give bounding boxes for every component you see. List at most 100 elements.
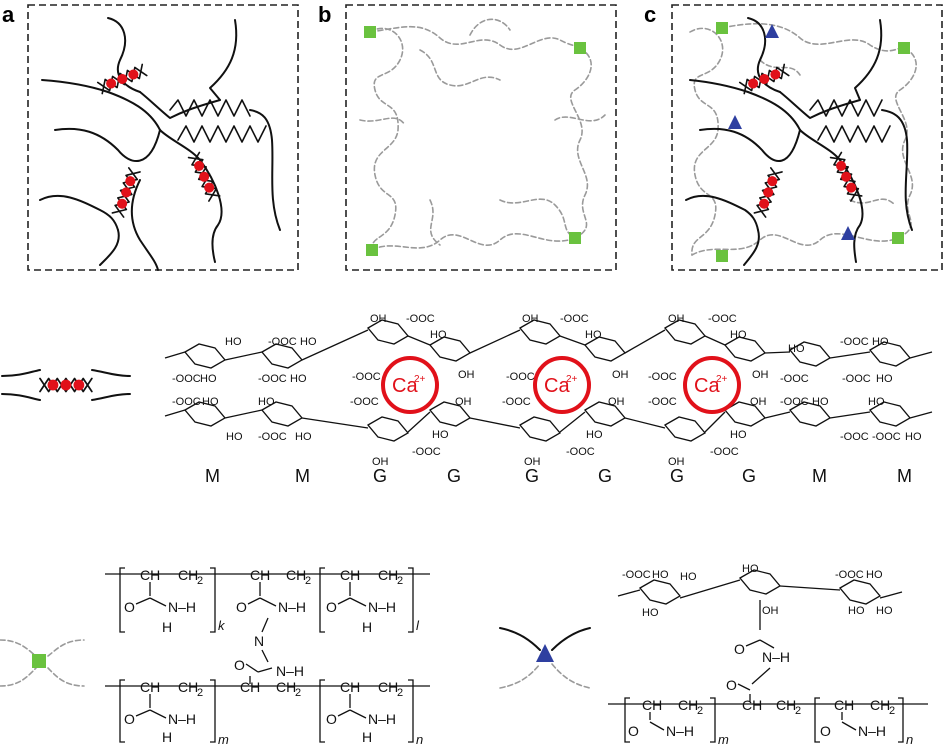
panel-label-b: b [318,2,331,27]
svg-text:l: l [416,618,420,633]
svg-text:m: m [718,732,729,747]
svg-text:N–H: N–H [368,711,396,727]
svg-text:2: 2 [197,687,203,699]
svg-text:2: 2 [697,705,703,717]
alginate-legend [1,369,131,401]
svg-text:HO: HO [730,429,747,441]
zipper-crosslink-icon [753,167,783,218]
triangle-crosslink-icon [841,226,855,240]
svg-text:HO: HO [848,605,865,617]
svg-text:k: k [218,618,226,633]
zipper-crosslink-icon [39,377,93,393]
svg-text:-OOC: -OOC [406,313,435,325]
svg-text:2: 2 [305,575,311,587]
ionic-crosslinks-a [96,63,221,218]
calcium-ion-1: Ca 2+ [381,356,439,414]
triangle-crosslink-legend [499,627,591,689]
svg-text:n: n [906,732,913,747]
svg-text:N–H: N–H [278,599,306,615]
svg-text:O: O [726,677,737,693]
triangle-crosslink-icon [536,644,554,662]
svg-text:HO: HO [812,396,829,408]
triangle-crosslink-icon [728,115,742,129]
svg-text:N–H: N–H [276,663,304,679]
panel-b: b [318,2,617,271]
svg-text:HO: HO [876,373,893,385]
svg-text:CH: CH [276,679,296,695]
svg-text:N–H: N–H [666,723,694,739]
svg-text:-OOC: -OOC [506,371,535,383]
panel-c-frame [671,4,943,271]
svg-text:-OOC: -OOC [842,373,871,385]
svg-text:2: 2 [795,705,801,717]
panel-a: a [2,2,299,271]
svg-text:OH: OH [750,396,767,408]
svg-text:O: O [820,723,831,739]
square-crosslink-icon [569,232,581,244]
svg-text:CH: CH [678,697,698,713]
svg-text:2+: 2+ [414,374,426,385]
svg-text:2: 2 [397,687,403,699]
svg-text:OH: OH [455,396,472,408]
svg-text:HO: HO [868,396,885,408]
svg-text:HO: HO [742,563,759,575]
alginate-structure: HO -OOC HO -OOC HO -OOC HO OH -OOC HO -O… [164,313,933,486]
svg-text:-OOC: -OOC [172,396,201,408]
residue-label: G [525,466,539,486]
calcium-ion-2: Ca 2+ [533,356,591,414]
svg-text:CH: CH [642,697,662,713]
svg-text:CH: CH [378,679,398,695]
covalent-crosslinks-c [716,22,910,262]
svg-text:CH: CH [340,567,360,583]
svg-text:-OOC: -OOC [708,313,737,325]
residue-label: G [447,466,461,486]
svg-text:Ca: Ca [544,375,570,397]
square-crosslink-icon [892,232,904,244]
svg-text:CH: CH [378,567,398,583]
lower-alginate-chain [164,401,933,442]
svg-text:-OOC: -OOC [268,336,297,348]
hybrid-linkage-structure: -OOC HO HO HO HO OH -OOC HO HO HO O N–H … [608,563,928,747]
svg-text:-OOC: -OOC [835,569,864,581]
svg-text:CH: CH [742,697,762,713]
svg-text:HO: HO [788,343,805,355]
polyacrylamide-chains-c [689,22,917,256]
svg-text:-OOC: -OOC [780,373,809,385]
svg-text:HO: HO [290,373,307,385]
zipper-crosslink-icon [96,63,148,95]
svg-text:CH: CH [140,567,160,583]
square-crosslink-icon [716,250,728,262]
covalent-crosslinks-b [364,26,586,256]
svg-text:CH: CH [140,679,160,695]
svg-text:OH: OH [668,456,685,468]
residue-label: G [373,466,387,486]
svg-text:OH: OH [370,313,387,325]
square-crosslink-icon [364,26,376,38]
svg-text:H: H [362,729,372,745]
svg-text:HO: HO [866,569,883,581]
svg-text:HO: HO [200,373,217,385]
svg-text:CH: CH [250,567,270,583]
svg-text:-OOC: -OOC [648,396,677,408]
zipper-crosslink-icon [187,151,221,202]
svg-text:O: O [628,723,639,739]
svg-text:-OOC: -OOC [502,396,531,408]
svg-text:-OOC: -OOC [560,313,589,325]
svg-text:CH: CH [240,679,260,695]
square-crosslink-icon [716,22,728,34]
svg-text:HO: HO [905,431,922,443]
svg-text:2: 2 [295,687,301,699]
svg-text:CH: CH [178,567,198,583]
svg-text:-OOC: -OOC [648,371,677,383]
svg-text:-OOC: -OOC [780,396,809,408]
svg-text:HO: HO [872,336,889,348]
svg-text:O: O [124,599,135,615]
svg-text:HO: HO [586,429,603,441]
square-crosslink-icon [898,42,910,54]
svg-text:O: O [734,641,745,657]
svg-text:OH: OH [762,605,779,617]
svg-text:m: m [218,732,229,747]
svg-text:2: 2 [197,575,203,587]
svg-text:HO: HO [680,571,697,583]
svg-text:HO: HO [876,605,893,617]
